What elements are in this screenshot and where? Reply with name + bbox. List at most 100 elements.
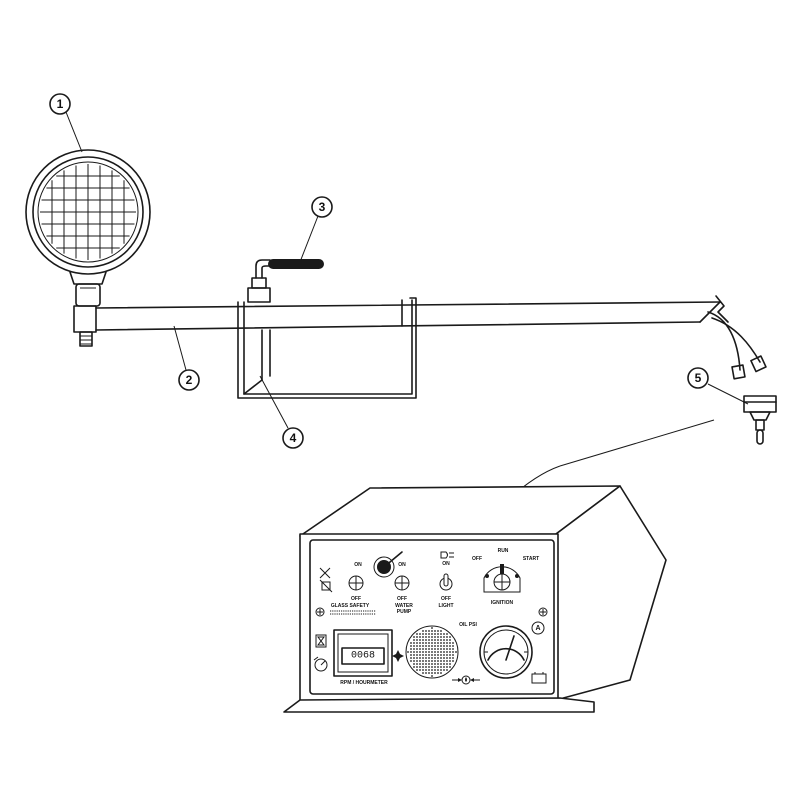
grille-dot xyxy=(416,660,418,662)
grille-dot xyxy=(413,642,415,644)
grille-dot xyxy=(422,639,424,641)
grille-dot xyxy=(440,630,442,632)
grille-dot xyxy=(413,645,415,647)
grille-dot xyxy=(446,636,448,638)
grille-dot xyxy=(425,636,427,638)
grille-dot xyxy=(437,660,439,662)
grille-dot xyxy=(416,645,418,647)
grille-dot xyxy=(446,663,448,665)
grille-dot xyxy=(422,651,424,653)
grille-dot xyxy=(419,651,421,653)
grille-dot xyxy=(431,663,433,665)
callout-5-label: 5 xyxy=(695,371,702,385)
speaker-grille xyxy=(405,625,459,679)
grille-dot xyxy=(416,654,418,656)
grille-dot xyxy=(422,669,424,671)
grille-dot xyxy=(437,648,439,650)
ammeter-badge: A xyxy=(531,621,545,635)
screw-icon xyxy=(315,607,325,617)
grille-dot xyxy=(410,648,412,650)
grille-dot xyxy=(431,672,433,674)
grille-dot xyxy=(428,663,430,665)
grille-dot xyxy=(425,654,427,656)
callout-2-label: 2 xyxy=(186,373,193,387)
callout-4: 4 xyxy=(282,427,304,449)
grille-dot xyxy=(428,654,430,656)
grille-dot xyxy=(443,639,445,641)
grille-dot xyxy=(431,666,433,668)
grille-dot xyxy=(437,633,439,635)
grille-dot xyxy=(446,654,448,656)
grille-dot xyxy=(449,651,451,653)
grille-dot xyxy=(446,660,448,662)
grille-dot xyxy=(431,636,433,638)
grille-dot xyxy=(431,651,433,653)
grille-dot xyxy=(425,648,427,650)
grille-dot xyxy=(434,657,436,659)
grille-dot xyxy=(443,636,445,638)
hourmeter-readout: 0068 xyxy=(351,651,375,662)
grille-dot xyxy=(410,642,412,644)
grille-dot xyxy=(452,645,454,647)
grille-dot xyxy=(446,645,448,647)
grille-dot xyxy=(446,651,448,653)
grille-dot xyxy=(413,639,415,641)
grille-dot xyxy=(440,657,442,659)
grille-dot xyxy=(440,645,442,647)
ignition-start: START xyxy=(523,556,539,562)
grille-dot xyxy=(422,654,424,656)
grille-dot xyxy=(419,654,421,656)
grille-dot xyxy=(449,657,451,659)
grille-dot xyxy=(440,672,442,674)
grille-dot xyxy=(452,660,454,662)
grille-dot xyxy=(407,651,409,653)
grille-dot xyxy=(419,666,421,668)
grille-dot xyxy=(431,654,433,656)
grille-dot xyxy=(440,633,442,635)
grille-dot xyxy=(413,660,415,662)
grille-dot xyxy=(419,642,421,644)
water-pump-label-1: WATER xyxy=(395,603,413,609)
callout-3: 3 xyxy=(311,196,333,218)
grille-dot xyxy=(413,636,415,638)
grille-dot xyxy=(437,636,439,638)
grille-dot xyxy=(422,672,424,674)
oil-pressure-gauge xyxy=(479,625,533,679)
grille-dot xyxy=(419,663,421,665)
grille-dot xyxy=(446,657,448,659)
oil-drop-icon xyxy=(452,675,480,685)
light-off: OFF xyxy=(441,596,451,602)
grille-dot xyxy=(416,663,418,665)
grille-dot xyxy=(419,645,421,647)
grille-dot xyxy=(434,630,436,632)
grille-dot xyxy=(419,639,421,641)
callout-1-label: 1 xyxy=(57,97,64,111)
grille-dot xyxy=(431,645,433,647)
grille-dot xyxy=(431,669,433,671)
grille-dot xyxy=(425,660,427,662)
grille-dot xyxy=(440,642,442,644)
grille-dot xyxy=(428,630,430,632)
grille-dot xyxy=(446,648,448,650)
grille-dot xyxy=(431,660,433,662)
grille-dot xyxy=(428,642,430,644)
light-on: ON xyxy=(442,561,450,567)
u-bracket xyxy=(237,297,417,399)
grille-dot xyxy=(416,636,418,638)
grille-dot xyxy=(425,663,427,665)
grille-dot xyxy=(428,645,430,647)
light-toggle xyxy=(439,573,453,591)
grille-dot xyxy=(440,651,442,653)
grille-dot xyxy=(449,666,451,668)
grille-dot xyxy=(416,639,418,641)
tachometer-icon xyxy=(313,656,328,672)
hourglass-icon xyxy=(315,634,327,648)
grille-dot xyxy=(431,642,433,644)
water-pump-switch xyxy=(394,575,410,591)
grille-dot xyxy=(449,654,451,656)
grille-dot xyxy=(410,657,412,659)
grille-dot xyxy=(419,636,421,638)
grille-dot xyxy=(434,639,436,641)
grille-dot xyxy=(452,651,454,653)
